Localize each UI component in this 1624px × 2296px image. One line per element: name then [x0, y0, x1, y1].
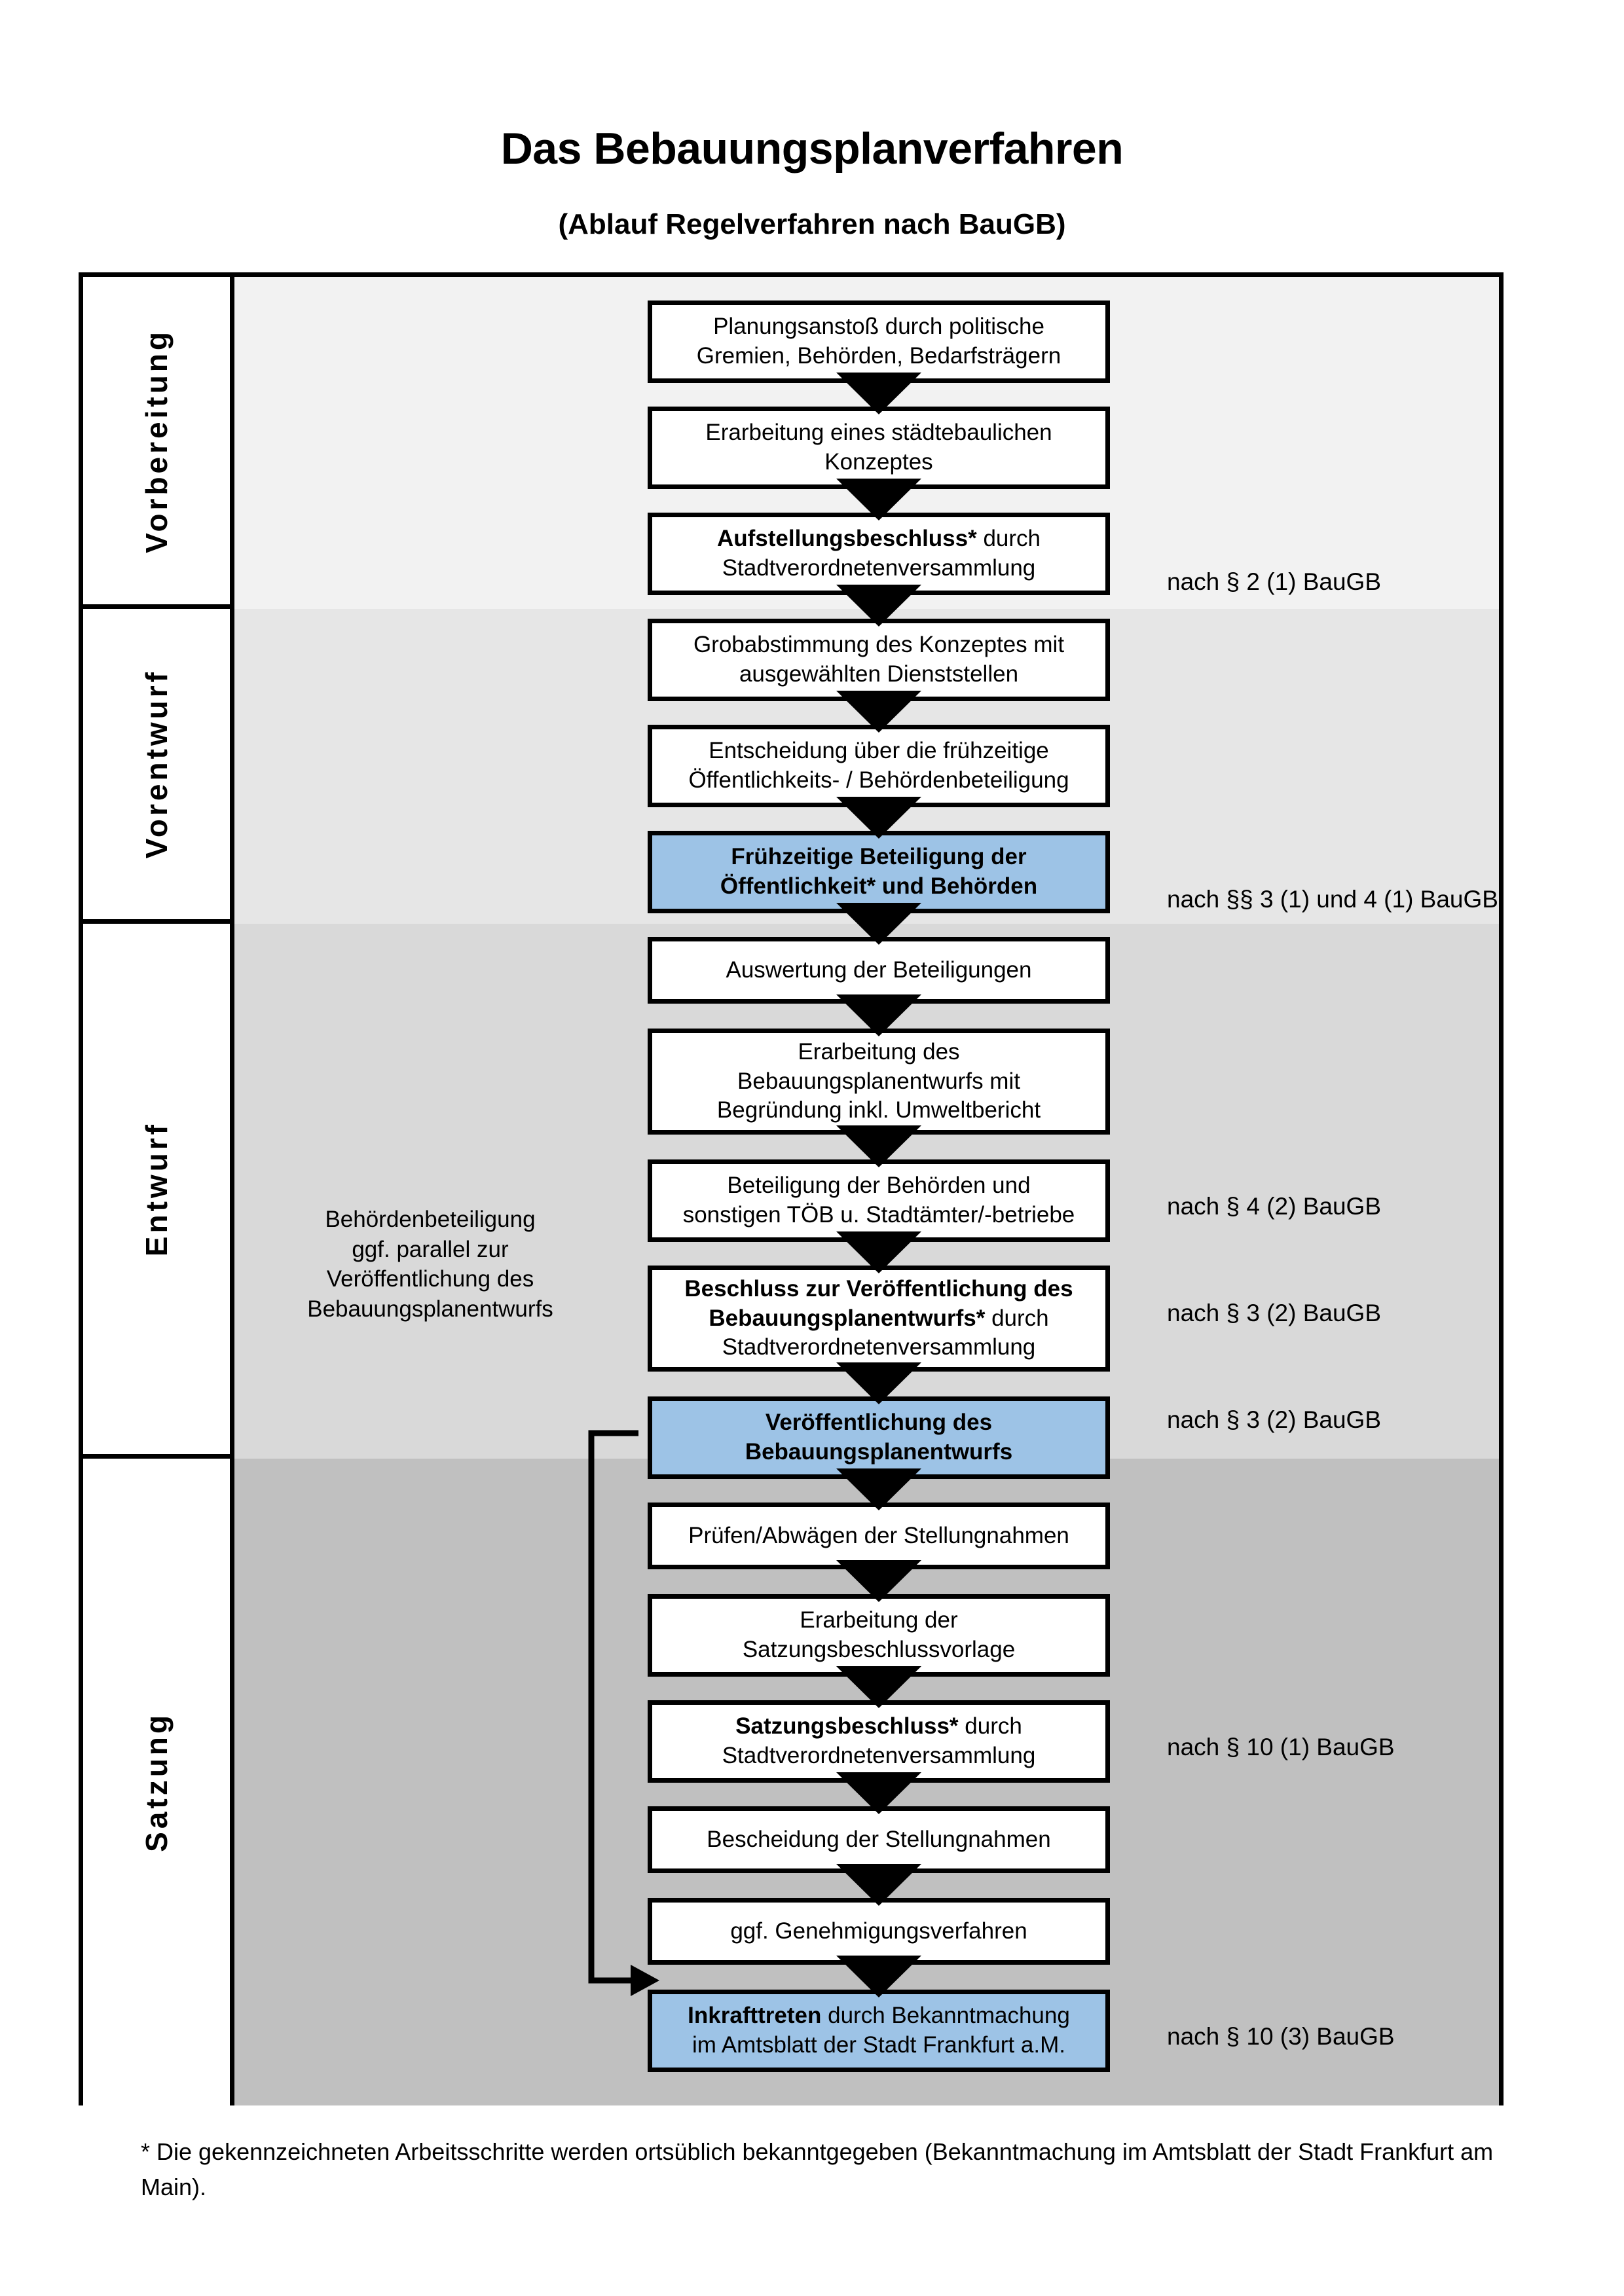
step-3-line-1: durch — [976, 526, 1041, 552]
flowchart-frame: Vorbereitung Vorentwurf Entwurf Satzung … — [79, 272, 1504, 2105]
step-10-bold-1: Beschluss zur Veröffentlichung des — [684, 1275, 1073, 1302]
step-11-line-1: Veröffentlichung des — [765, 1410, 993, 1436]
step-1-line-2: Gremien, Behörden, Bedarfsträgern — [696, 343, 1061, 369]
step-13-line-1: Erarbeitung der — [800, 1607, 958, 1633]
step-17-line-2: im Amtsblatt der Stadt Frankfurt a.M. — [692, 2032, 1065, 2058]
step-8-line-2: Bebauungsplanentwurfs mit — [737, 1068, 1020, 1094]
step-16-line-1: ggf. Genehmigungsverfahren — [730, 1918, 1027, 1944]
phase-column-vorbereitung: Vorbereitung — [83, 277, 234, 609]
phase-column-entwurf: Entwurf — [83, 924, 234, 1459]
step-11-line-2: Bebauungsplanentwurfs — [745, 1439, 1013, 1465]
step-5-line-2: Öffentlichkeits- / Behördenbeteiligung — [688, 767, 1069, 793]
step-box-1[interactable]: Planungsanstoß durch politische Gremien,… — [648, 301, 1110, 383]
feedback-bracket-arrow — [588, 1430, 659, 1996]
step-box-10[interactable]: Beschluss zur Veröffentlichung des Bebau… — [648, 1266, 1110, 1372]
step-box-14[interactable]: Satzungsbeschluss* durch Stadtverordnete… — [648, 1700, 1110, 1783]
arrow-down-4 — [836, 691, 921, 733]
step-3-bold: Aufstellungsbeschluss* — [716, 526, 977, 552]
step-6-line-1: Frühzeitige Beteiligung der — [731, 844, 1027, 870]
annotation-paragraph-2-1: nach § 2 (1) BauGB — [1167, 568, 1382, 595]
step-box-16[interactable]: ggf. Genehmigungsverfahren — [648, 1898, 1110, 1965]
step-box-9[interactable]: Beteiligung der Behörden und sonstigen T… — [648, 1159, 1110, 1242]
step-6-line-2: Öffentlichkeit* und Behörden — [720, 873, 1038, 899]
side-note-line-2: ggf. parallel zur — [352, 1236, 509, 1262]
step-box-4[interactable]: Grobabstimmung des Konzeptes mit ausgewä… — [648, 619, 1110, 701]
step-box-15[interactable]: Bescheidung der Stellungnahmen — [648, 1806, 1110, 1873]
step-box-8[interactable]: Erarbeitung des Bebauungsplanentwurfs mi… — [648, 1029, 1110, 1135]
arrow-down-10 — [836, 1362, 921, 1404]
phase-label-vorbereitung: Vorbereitung — [139, 328, 174, 553]
step-1-line-1: Planungsanstoß durch politische — [713, 314, 1044, 340]
step-9-line-2: sonstigen TÖB u. Stadtämter/-betriebe — [682, 1202, 1075, 1228]
step-7-line-1: Auswertung der Beteiligungen — [726, 957, 1032, 983]
annotation-paragraph-3-2-beschluss: nach § 3 (2) BauGB — [1167, 1300, 1382, 1326]
arrow-down-1 — [836, 373, 921, 414]
step-13-line-2: Satzungsbeschlussvorlage — [742, 1637, 1016, 1662]
arrow-down-8 — [836, 1125, 921, 1167]
step-box-17-highlight[interactable]: Inkrafttreten durch Bekanntmachung im Am… — [648, 1990, 1110, 2072]
step-8-line-1: Erarbeitung des — [798, 1038, 960, 1065]
step-box-7[interactable]: Auswertung der Beteiligungen — [648, 937, 1110, 1004]
arrow-down-5 — [836, 797, 921, 839]
step-15-line-1: Bescheidung der Stellungnahmen — [707, 1826, 1051, 1852]
step-box-2[interactable]: Erarbeitung eines städtebaulichen Konzep… — [648, 407, 1110, 489]
step-3-line-2: Stadtverordnetenversammlung — [722, 555, 1036, 581]
arrow-down-13 — [836, 1666, 921, 1708]
step-box-13[interactable]: Erarbeitung der Satzungsbeschlussvorlage — [648, 1594, 1110, 1677]
arrow-down-15 — [836, 1864, 921, 1906]
arrow-down-14 — [836, 1772, 921, 1814]
annotation-paragraph-4-2: nach § 4 (2) BauGB — [1167, 1193, 1382, 1220]
side-note-line-1: Behördenbeteiligung — [325, 1207, 536, 1232]
step-17-line-1: durch Bekanntmachung — [821, 2003, 1070, 2029]
phase-label-vorentwurf: Vorentwurf — [139, 669, 174, 859]
arrow-down-11 — [836, 1468, 921, 1510]
step-box-11-highlight[interactable]: Veröffentlichung des Bebauungsplanentwur… — [648, 1396, 1110, 1479]
step-14-line-1: durch — [958, 1713, 1022, 1740]
step-4-line-2: ausgewählten Dienststellen — [739, 661, 1019, 687]
arrow-down-16 — [836, 1956, 921, 1997]
side-note-line-4: Bebauungsplanentwurfs — [307, 1296, 553, 1322]
arrow-down-12 — [836, 1560, 921, 1602]
annotation-paragraph-3-2-veroeffentlichung: nach § 3 (2) BauGB — [1167, 1406, 1382, 1433]
side-note-behoerdenbeteiligung: Behördenbeteiligung ggf. parallel zur Ve… — [280, 1205, 581, 1324]
step-box-3[interactable]: Aufstellungsbeschluss* durch Stadtverord… — [648, 513, 1110, 595]
step-17-bold: Inkrafttreten — [688, 2003, 822, 2029]
phase-column-satzung: Satzung — [83, 1459, 234, 2105]
step-12-line-1: Prüfen/Abwägen der Stellungnahmen — [688, 1522, 1069, 1548]
phase-label-entwurf: Entwurf — [139, 1121, 174, 1257]
page-title: Das Bebauungsplanverfahren — [500, 124, 1124, 173]
step-8-line-3: Begründung inkl. Umweltbericht — [716, 1097, 1041, 1123]
side-note-line-3: Veröffentlichung des — [326, 1266, 534, 1292]
annotation-paragraph-10-3: nach § 10 (3) BauGB — [1167, 2023, 1395, 2050]
footnote-text: * Die gekennzeichneten Arbeitsschritte w… — [141, 2138, 1494, 2200]
step-box-12[interactable]: Prüfen/Abwägen der Stellungnahmen — [648, 1503, 1110, 1569]
arrow-down-2 — [836, 479, 921, 520]
step-14-line-2: Stadtverordnetenversammlung — [722, 1743, 1036, 1768]
annotation-paragraph-3-1-4-1: nach §§ 3 (1) und 4 (1) BauGB — [1167, 886, 1498, 913]
arrow-down-3 — [836, 585, 921, 627]
arrow-down-7 — [836, 994, 921, 1036]
step-2-line-2: Konzeptes — [824, 449, 933, 475]
arrow-down-6 — [836, 903, 921, 945]
page-subtitle: (Ablauf Regelverfahren nach BauGB) — [558, 208, 1066, 240]
arrow-down-9 — [836, 1231, 921, 1273]
step-10-bold-2: Bebauungsplanentwurfs* — [709, 1305, 986, 1331]
phase-label-satzung: Satzung — [139, 1712, 174, 1852]
step-box-6-highlight[interactable]: Frühzeitige Beteiligung der Öffentlichke… — [648, 831, 1110, 913]
phase-column-vorentwurf: Vorentwurf — [83, 609, 234, 924]
step-9-line-1: Beteiligung der Behörden und — [727, 1173, 1031, 1199]
step-2-line-1: Erarbeitung eines städtebaulichen — [705, 420, 1052, 446]
step-box-5[interactable]: Entscheidung über die frühzeitige Öffent… — [648, 725, 1110, 807]
step-14-bold: Satzungsbeschluss* — [735, 1713, 959, 1740]
step-10-line-1: durch — [985, 1305, 1049, 1331]
step-5-line-1: Entscheidung über die frühzeitige — [709, 738, 1049, 764]
step-10-line-2: Stadtverordnetenversammlung — [722, 1334, 1036, 1360]
annotation-paragraph-10-1: nach § 10 (1) BauGB — [1167, 1734, 1395, 1760]
step-4-line-1: Grobabstimmung des Konzeptes mit — [693, 632, 1065, 658]
